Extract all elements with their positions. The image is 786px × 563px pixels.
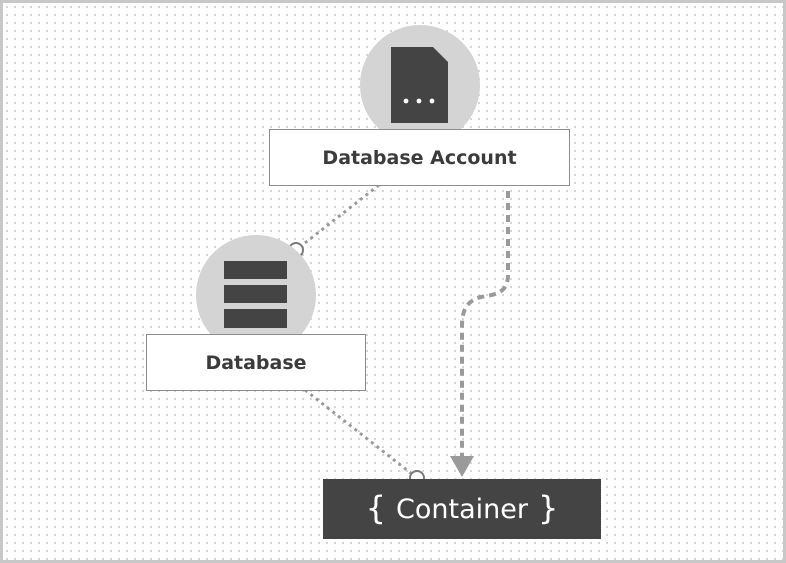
open-brace: {: [365, 488, 387, 527]
document-icon: [360, 47, 480, 149]
account-label: Database Account: [322, 146, 517, 169]
container-box[interactable]: { Container }: [323, 479, 601, 539]
database-stack-icon: [196, 261, 316, 359]
account-icon-circle: [360, 25, 480, 145]
database-label: Database: [205, 351, 307, 374]
container-label: Container: [396, 493, 528, 525]
edge-account-to-container: [460, 191, 510, 458]
account-label-box[interactable]: Database Account: [269, 129, 570, 186]
database-label-box[interactable]: Database: [146, 334, 366, 391]
edge-database-to-container: [304, 388, 418, 480]
edge-account-container-arrowhead: [450, 456, 474, 477]
close-brace: }: [537, 488, 559, 527]
